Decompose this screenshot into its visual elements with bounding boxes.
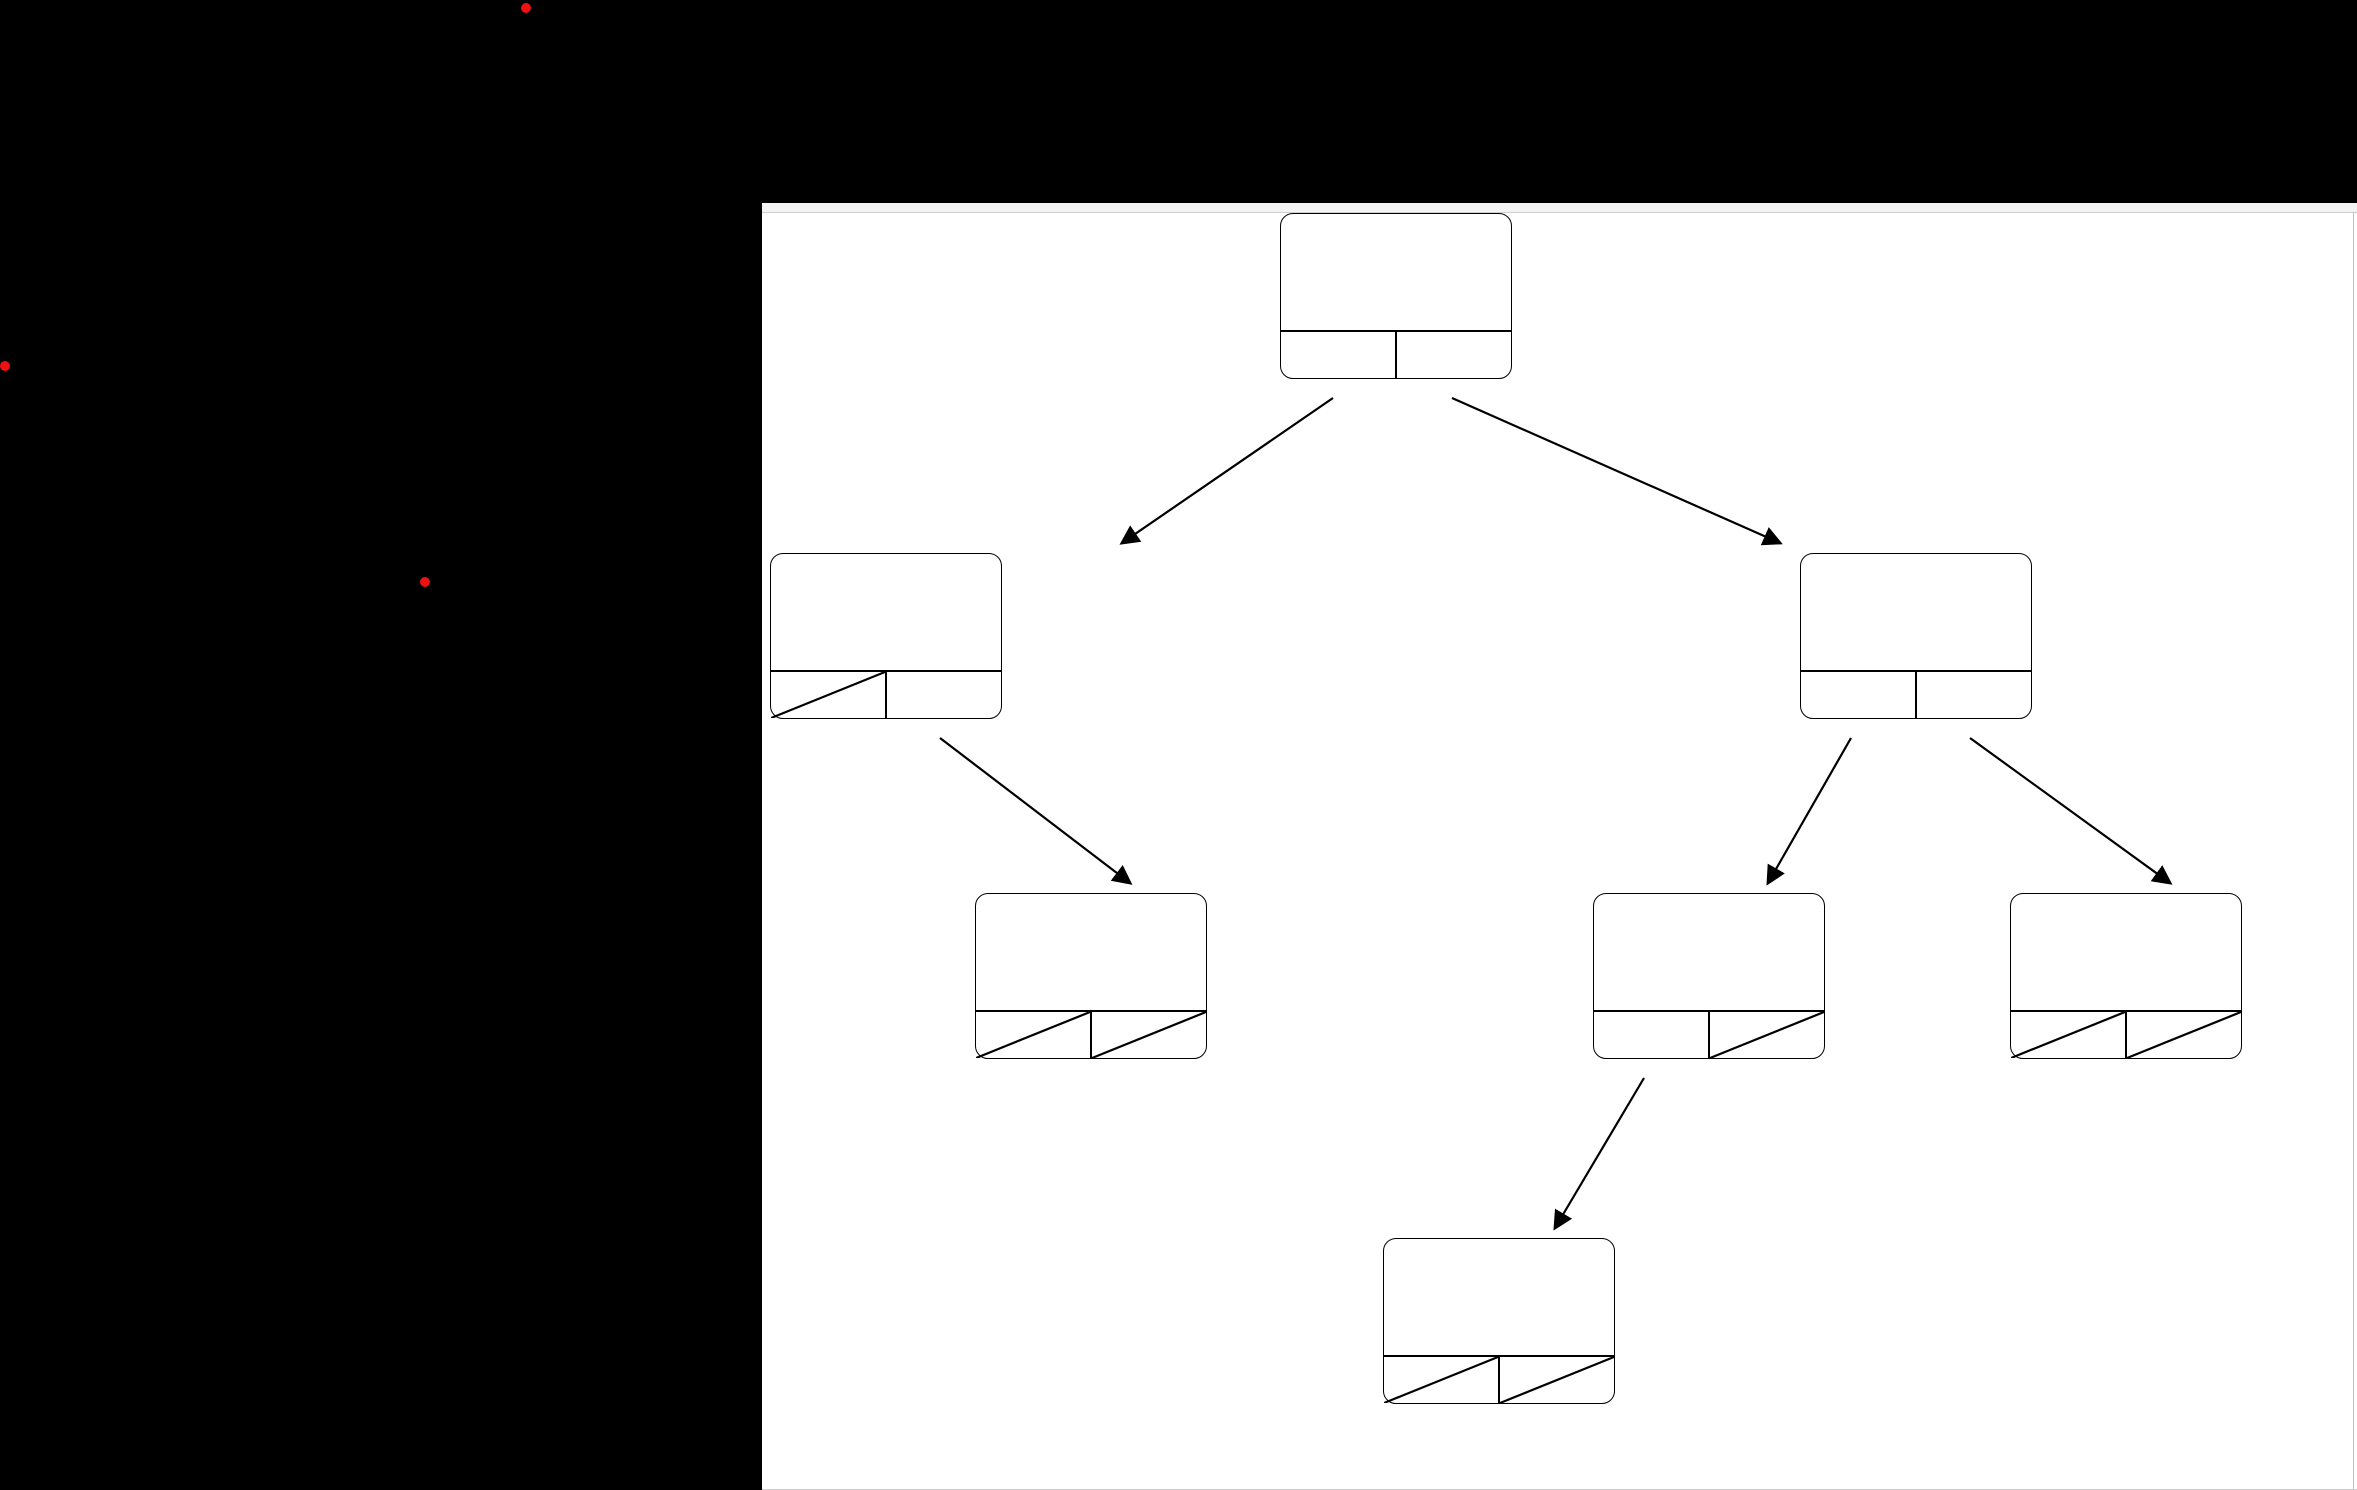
tree-node-right[interactable]: [1800, 553, 2032, 719]
panel-top-bar: [762, 203, 2357, 213]
tree-node-body: [1801, 554, 2031, 674]
edge-left-to-left-right: [939, 737, 1133, 885]
tree-node-pointer-bar: [1801, 670, 2031, 718]
null-pointer-slash-icon: [1092, 1012, 1206, 1058]
edge-right-left-to-deep: [1553, 1077, 1645, 1231]
tree-node-body: [2011, 894, 2241, 1014]
tree-node-left-pointer-cell[interactable]: [1281, 332, 1395, 378]
tree-node-deep[interactable]: [1383, 1238, 1615, 1404]
tree-node-right-pointer-cell[interactable]: [1498, 1357, 1614, 1403]
marker-dot-left: [0, 361, 10, 371]
edge-right-to-right-left: [1766, 737, 1852, 886]
null-pointer-slash-icon: [2127, 1012, 2241, 1058]
null-pointer-slash-icon: [2011, 1012, 2125, 1058]
tree-node-left-right[interactable]: [975, 893, 1207, 1059]
null-pointer-slash-icon: [771, 672, 885, 718]
tree-node-body: [1384, 1239, 1614, 1359]
tree-node-left-pointer-cell[interactable]: [771, 672, 885, 718]
tree-node-root[interactable]: [1280, 213, 1512, 379]
null-pointer-slash-icon: [1500, 1357, 1614, 1403]
marker-dot-top: [521, 3, 531, 13]
null-pointer-slash-icon: [1710, 1012, 1824, 1058]
tree-node-left-pointer-cell[interactable]: [1801, 672, 1915, 718]
tree-node-right-pointer-cell[interactable]: [1090, 1012, 1206, 1058]
tree-node-right-right[interactable]: [2010, 893, 2242, 1059]
null-pointer-slash-icon: [1384, 1357, 1498, 1403]
tree-node-left-pointer-cell[interactable]: [2011, 1012, 2125, 1058]
tree-node-pointer-bar: [771, 670, 1001, 718]
tree-node-body: [771, 554, 1001, 674]
diagram-viewport[interactable]: [762, 203, 2357, 1490]
edge-right-to-right-right: [1969, 737, 2173, 885]
edge-root-to-left: [1119, 397, 1334, 545]
tree-node-left-pointer-cell[interactable]: [1384, 1357, 1498, 1403]
tree-node-left[interactable]: [770, 553, 1002, 719]
tree-node-left-pointer-cell[interactable]: [976, 1012, 1090, 1058]
tree-node-pointer-bar: [1281, 330, 1511, 378]
tree-node-pointer-bar: [976, 1010, 1206, 1058]
tree-node-pointer-bar: [1594, 1010, 1824, 1058]
tree-node-right-left[interactable]: [1593, 893, 1825, 1059]
tree-node-body: [1281, 214, 1511, 334]
tree-node-body: [976, 894, 1206, 1014]
tree-node-right-pointer-cell[interactable]: [1708, 1012, 1824, 1058]
tree-node-right-pointer-cell[interactable]: [2125, 1012, 2241, 1058]
panel-scroll-rule[interactable]: [2353, 212, 2354, 1490]
tree-node-pointer-bar: [2011, 1010, 2241, 1058]
null-pointer-slash-icon: [976, 1012, 1090, 1058]
tree-node-right-pointer-cell[interactable]: [885, 672, 1001, 718]
tree-node-body: [1594, 894, 1824, 1014]
edge-root-to-right: [1451, 396, 1783, 546]
tree-node-right-pointer-cell[interactable]: [1915, 672, 2031, 718]
tree-node-right-pointer-cell[interactable]: [1395, 332, 1511, 378]
tree-node-pointer-bar: [1384, 1355, 1614, 1403]
tree-node-left-pointer-cell[interactable]: [1594, 1012, 1708, 1058]
marker-dot-middle: [420, 577, 430, 587]
